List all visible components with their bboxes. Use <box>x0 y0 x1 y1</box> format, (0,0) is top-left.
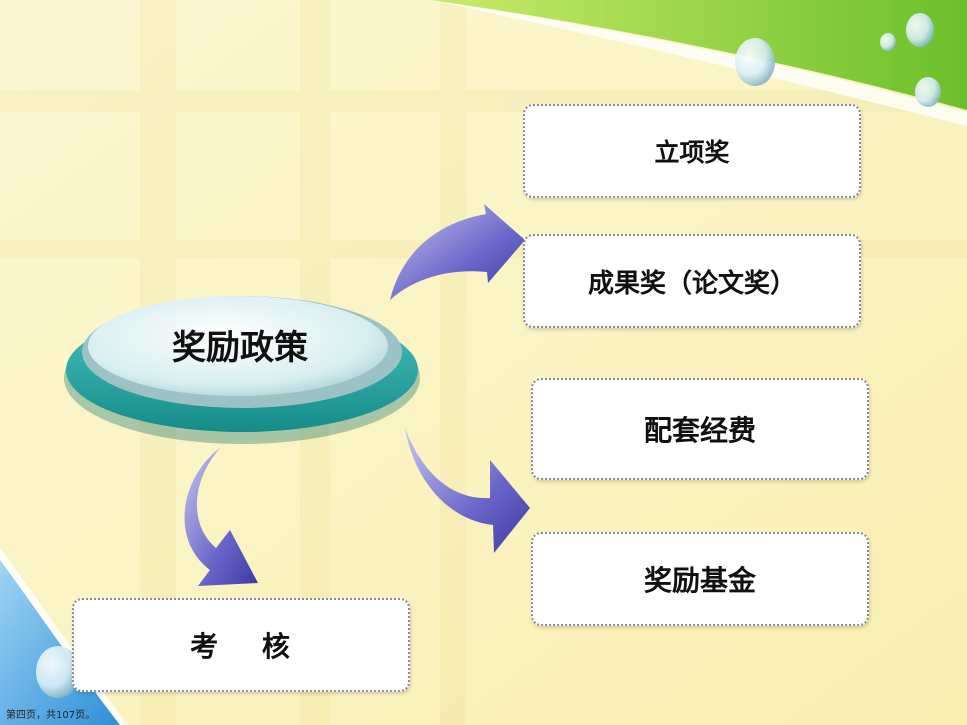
arrow-to-chengguo <box>390 204 525 300</box>
box-matching-funds: 配套经费 <box>531 378 869 480</box>
box-lixiang-label: 立项奖 <box>654 138 730 167</box>
box-assessment: 考 核 <box>72 598 410 692</box>
hub-label: 奖励政策 <box>172 327 308 368</box>
water-drop-decoration <box>36 13 941 698</box>
box-kaohe-label: 考 核 <box>190 630 292 663</box>
page-footer: 第四页，共107页。 <box>6 710 96 721</box>
box-peitao-label: 配套经费 <box>643 414 756 447</box>
box-jijin-label: 奖励基金 <box>643 564 756 597</box>
box-chengguo-label: 成果奖（论文奖） <box>587 268 796 299</box>
box-award-fund: 奖励基金 <box>531 532 869 626</box>
box-achievement-award: 成果奖（论文奖） <box>523 234 861 328</box>
hub-disc <box>64 296 420 444</box>
arrow-to-jijin <box>405 428 530 553</box>
arrow-to-kaohe <box>184 448 258 586</box>
box-lixiang-award: 立项奖 <box>523 104 861 198</box>
